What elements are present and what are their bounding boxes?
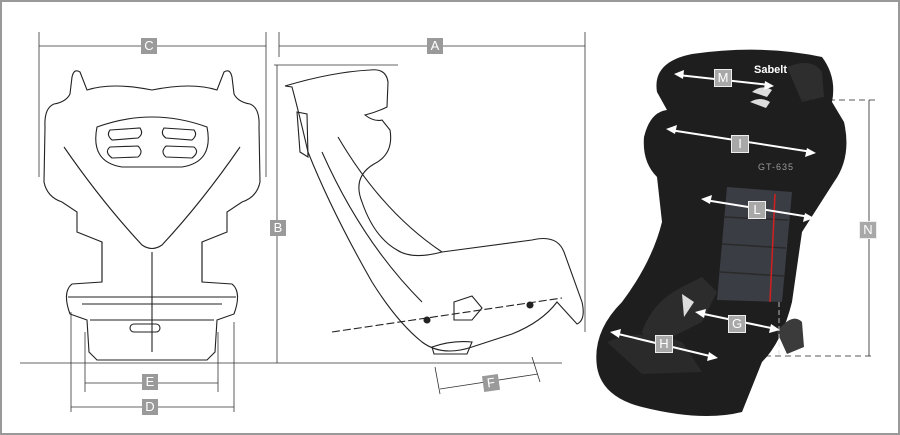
seat-front-view: [43, 70, 261, 361]
seat-side-view: [284, 69, 584, 355]
dimension-lines-side: [274, 32, 586, 395]
arrow-heads: [610, 70, 816, 361]
brand-logo: Sabelt: [754, 64, 787, 76]
dimension-lines-front: [20, 32, 562, 412]
dimension-label-m: M: [714, 69, 732, 87]
dimension-label-g: G: [728, 315, 746, 333]
dimension-label-c: C: [141, 38, 157, 54]
dimension-label-h: H: [655, 335, 673, 353]
dimension-label-b: B: [270, 220, 286, 236]
dimension-label-n: N: [859, 221, 877, 239]
seat-photo: Sabelt GT-635: [596, 49, 878, 417]
dimension-label-e: E: [142, 374, 158, 390]
dimension-label-a: A: [427, 38, 443, 54]
dimension-label-f: F: [481, 373, 501, 393]
dimension-label-d: D: [142, 399, 158, 415]
model-logo: GT-635: [758, 162, 794, 172]
dimension-label-l: L: [748, 201, 766, 219]
dimension-label-i: I: [731, 135, 749, 153]
